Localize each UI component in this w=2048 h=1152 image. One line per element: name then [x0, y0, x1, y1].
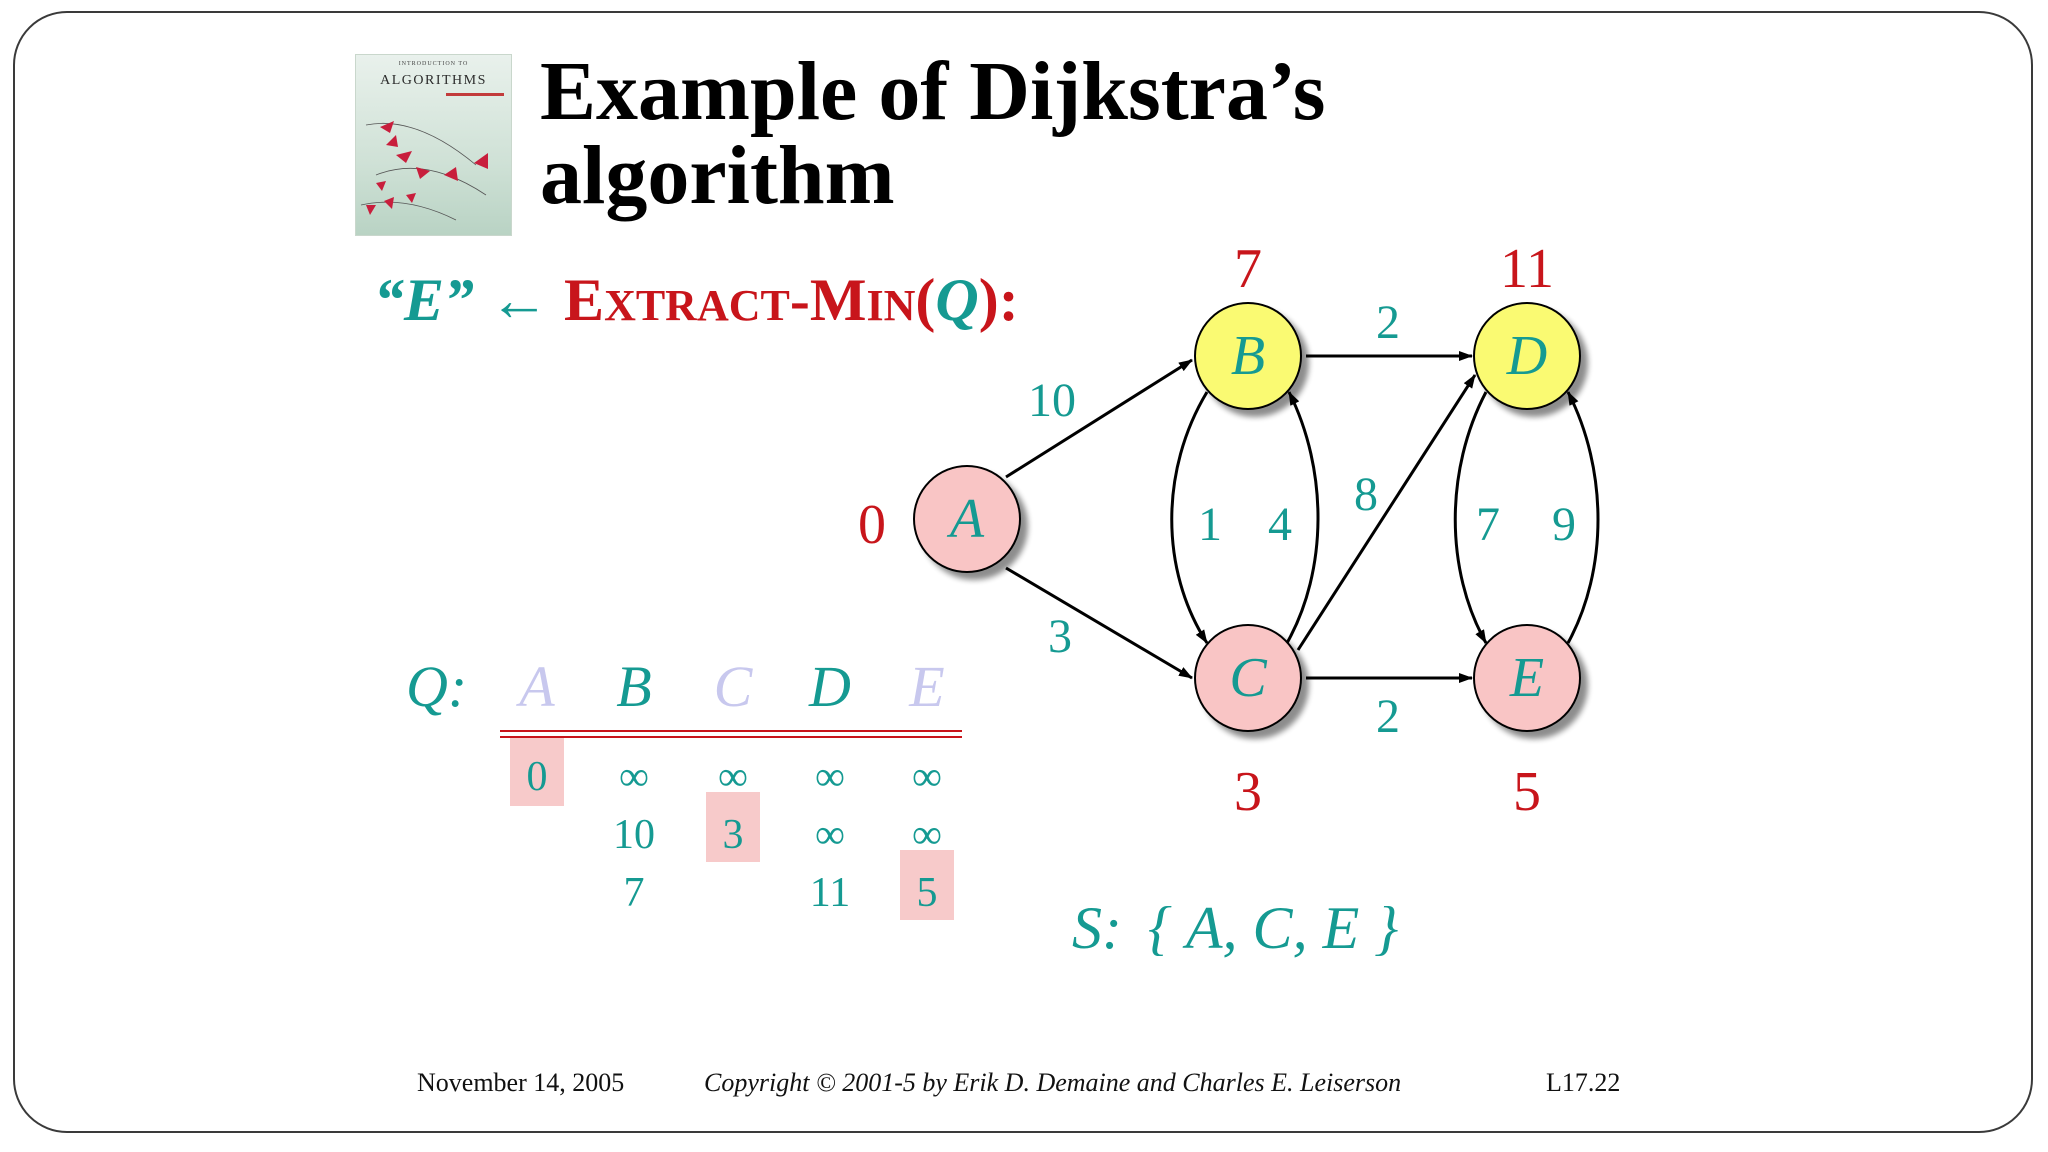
assign-arrow: ←	[489, 267, 550, 333]
highlight-cell-2-4	[900, 850, 954, 920]
queue-cell-2-3: 11	[810, 870, 850, 916]
dist-b: 7	[1234, 238, 1262, 300]
queue-label: Q:	[406, 654, 467, 719]
node-d-label: D	[1506, 325, 1547, 387]
queue-cell-0-0: 0	[527, 754, 548, 800]
weight-e-d: 9	[1552, 498, 1576, 551]
edge-e-d	[1566, 391, 1600, 644]
footer-copyright: Copyright © 2001-5 by Erik D. Demaine an…	[704, 1068, 1402, 1097]
node-c-label: C	[1229, 647, 1267, 709]
edge-b-c	[1170, 391, 1209, 644]
queue-cell-1-2: 3	[723, 812, 744, 858]
set-s-label: S:	[1072, 895, 1122, 961]
cover-subtitle: INTRODUCTION TO	[398, 61, 469, 67]
highlight-cell-1-2	[706, 792, 760, 862]
highlight-cell-0-0	[510, 736, 564, 806]
graph-nodes: A B C D E	[913, 302, 1581, 732]
quoted-vertex: “E”	[374, 267, 475, 333]
graph-edges	[1005, 351, 1600, 683]
edge-weights: 10 3 2 1 4 8 2 7 9	[1028, 296, 1576, 743]
edge-d-e	[1453, 391, 1488, 644]
set-s-value: { A, C, E }	[1148, 895, 1398, 961]
weight-a-b: 10	[1028, 374, 1076, 427]
queue-rows: 0 ∞ ∞ ∞ ∞ 10 3 ∞ ∞ 7 11 5	[527, 754, 942, 916]
edge-c-b	[1285, 391, 1320, 644]
queue-header-e: E	[908, 654, 944, 719]
node-distances: 0 7 3 11 5	[858, 238, 1554, 823]
queue-cell-1-3: ∞	[815, 812, 845, 858]
queue-cell-0-3: ∞	[815, 754, 845, 800]
queue-cell-0-2: ∞	[718, 754, 748, 800]
colon: :	[998, 267, 1019, 333]
queue-variable: Q	[935, 267, 979, 333]
extract-dash: -	[789, 267, 810, 333]
queue-cell-0-4: ∞	[912, 754, 942, 800]
extract-xtract: XTRACT	[604, 281, 790, 330]
cover-title: ALGORITHMS	[380, 73, 487, 88]
book-cover-image: INTRODUCTION TO ALGORITHMS	[355, 54, 512, 236]
paren-close: )	[978, 267, 999, 333]
weight-b-c: 1	[1198, 498, 1222, 551]
title-line-1: Example of Dijkstra’s	[540, 45, 1326, 138]
weight-c-e: 2	[1376, 690, 1400, 743]
paren-open: (	[915, 267, 936, 333]
footer-slide-number: L17.22	[1546, 1068, 1621, 1097]
edge-a-b	[1005, 358, 1193, 479]
edge-c-d	[1296, 374, 1477, 651]
weight-a-c: 3	[1048, 610, 1072, 663]
slide-title: Example of Dijkstra’s algorithm	[540, 50, 1326, 218]
node-b-label: B	[1231, 325, 1265, 387]
queue-cell-2-1: 7	[624, 870, 645, 916]
dist-e: 5	[1513, 761, 1541, 823]
slide-frame	[13, 11, 2033, 1133]
node-e-label: E	[1509, 647, 1544, 709]
node-d: D	[1473, 302, 1581, 410]
weight-c-d: 8	[1354, 468, 1378, 521]
node-e: E	[1473, 624, 1581, 732]
extract-E: E	[564, 267, 605, 333]
title-line-2: algorithm	[540, 129, 895, 222]
edge-a-c	[1005, 566, 1193, 680]
node-a: A	[913, 465, 1021, 573]
node-c: C	[1194, 624, 1302, 732]
node-b: B	[1194, 302, 1302, 410]
extract-in: IN	[866, 281, 916, 330]
extract-min-statement: “E” ← EXTRACT-MIN(Q):	[374, 268, 1019, 338]
cover-stripe	[446, 93, 504, 96]
node-a-label: A	[946, 488, 985, 550]
visited-set: S: { A, C, E }	[1072, 895, 1398, 961]
queue-header-c: C	[714, 654, 754, 719]
queue-header-a: A	[515, 654, 555, 719]
queue-header-d: D	[808, 654, 851, 719]
extract-M: M	[809, 267, 867, 333]
footer-date: November 14, 2005	[417, 1068, 625, 1097]
queue-cell-1-1: 10	[613, 812, 655, 858]
mobile-sculpture-icon	[360, 121, 488, 221]
dist-a: 0	[858, 494, 886, 556]
dist-d: 11	[1500, 238, 1554, 300]
queue-cell-1-4: ∞	[912, 812, 942, 858]
weight-d-e: 7	[1476, 498, 1500, 551]
queue-cell-2-4: 5	[917, 870, 938, 916]
dist-c: 3	[1234, 761, 1262, 823]
queue-header-b: B	[616, 654, 651, 719]
queue-cell-0-1: ∞	[619, 754, 649, 800]
weight-b-d: 2	[1376, 296, 1400, 349]
weight-c-b: 4	[1268, 498, 1292, 551]
